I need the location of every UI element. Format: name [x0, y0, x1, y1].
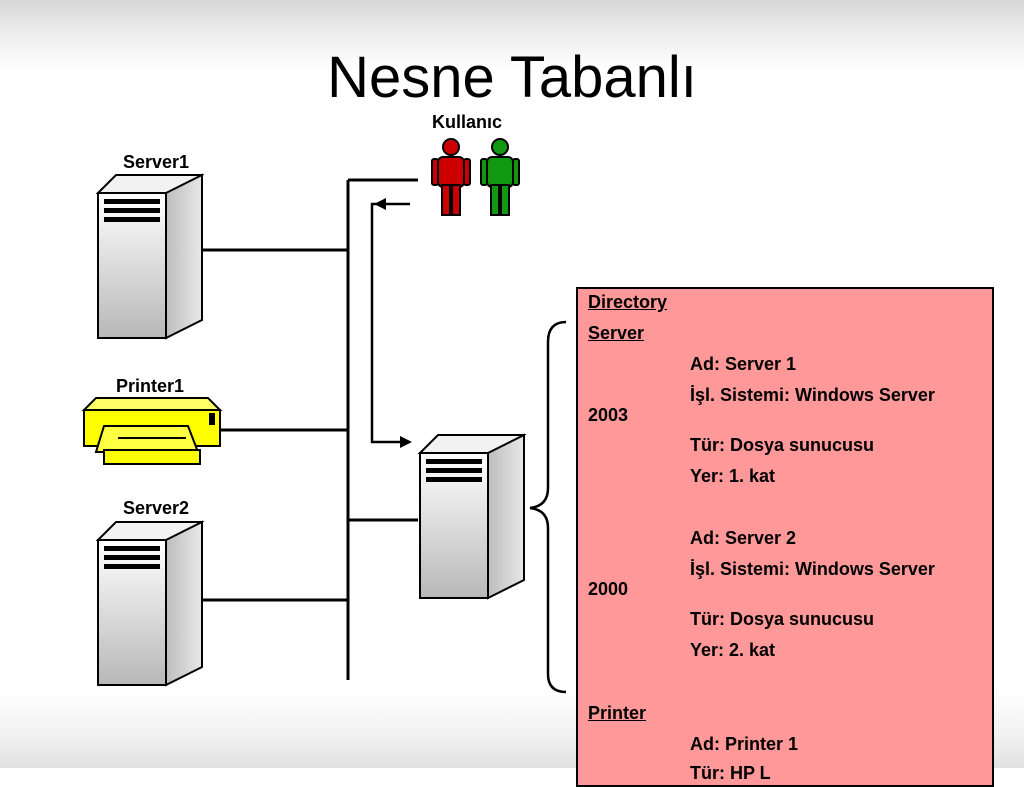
arrow-head-right	[400, 436, 412, 448]
server1-icon	[95, 173, 205, 340]
server2-os-version: 2000	[588, 579, 629, 599]
slide-title: Nesne Tabanlı	[327, 45, 697, 110]
server2-location: Yer: 2. kat	[690, 640, 776, 660]
server-heading: Server	[588, 323, 645, 343]
server1-label: Server1	[123, 152, 190, 172]
server1-name: Ad: Server 1	[690, 354, 797, 374]
network-diagram	[81, 138, 567, 694]
printer1-label: Printer1	[116, 376, 185, 396]
server2-icon	[95, 520, 205, 687]
title-band	[0, 0, 1024, 70]
directory-server-icon	[417, 433, 527, 600]
server2-type: Tür: Dosya sunucusu	[690, 609, 875, 629]
user-label: Kullanıc	[432, 112, 503, 132]
query-arrow	[370, 202, 410, 444]
server1-os: İşl. Sistemi: Windows Server	[690, 385, 935, 405]
server1-location: Yer: 1. kat	[690, 466, 776, 486]
printer1-name: Ad: Printer 1	[690, 734, 799, 754]
user-green-icon	[480, 138, 520, 216]
arrow-head-left	[374, 198, 386, 210]
network-lines	[202, 178, 418, 680]
curly-brace	[529, 320, 567, 694]
user-red-icon	[431, 138, 471, 216]
directory-heading: Directory	[588, 292, 668, 312]
printer-icon	[81, 397, 223, 465]
printer1-type: Tür: HP L	[690, 763, 771, 783]
server2-os: İşl. Sistemi: Windows Server	[690, 559, 935, 579]
server2-name: Ad: Server 2	[690, 528, 797, 548]
server2-label: Server2	[123, 498, 190, 518]
directory-box: Directory Server Ad: Server 1 İşl. Siste…	[576, 287, 994, 787]
server1-type: Tür: Dosya sunucusu	[690, 435, 875, 455]
printer-heading: Printer	[588, 703, 647, 723]
server1-os-version: 2003	[588, 405, 629, 425]
